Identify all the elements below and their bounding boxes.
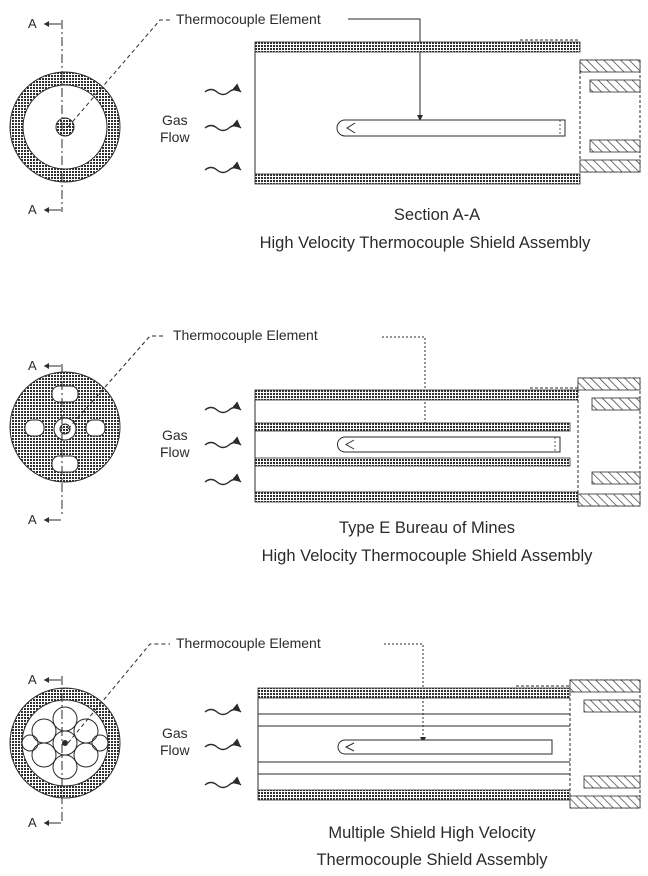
flow-label: Flow xyxy=(160,444,190,460)
section-marker-bottom: A xyxy=(28,202,37,217)
caption-line-2: High Velocity Thermocouple Shield Assemb… xyxy=(260,234,592,252)
shield-wall-bottom xyxy=(257,789,571,801)
caption-line-1: Section A-A xyxy=(394,206,480,224)
section-marker-top: A xyxy=(28,672,37,687)
element-label: Thermocouple Element xyxy=(176,635,321,651)
gas-channel-top xyxy=(51,385,79,403)
section-marker-bottom: A xyxy=(28,815,37,830)
gas-flow-arrows-2 xyxy=(204,401,242,486)
thermocouple-element-2 xyxy=(337,436,561,453)
thermocouple-element-3 xyxy=(337,739,553,755)
caption-line-1: Multiple Shield High Velocity xyxy=(328,824,536,842)
gas-channel-left xyxy=(24,419,45,437)
cross-section-2: A A xyxy=(9,358,121,527)
mounting-fitting xyxy=(569,679,641,809)
shield-tube-bundle xyxy=(21,706,109,780)
side-view-1: Gas Flow xyxy=(160,39,641,185)
gas-label: Gas xyxy=(162,725,188,741)
caption-line-2: High Velocity Thermocouple Shield Assemb… xyxy=(262,547,594,565)
element-leader xyxy=(67,643,170,744)
shield-wall-top xyxy=(254,389,581,401)
section-marker-top: A xyxy=(28,358,37,373)
shield-wall-top xyxy=(254,41,581,53)
element-pointer xyxy=(384,643,424,740)
panel-2: A A Thermocouple Element xyxy=(9,327,641,565)
inner-shield-bottom xyxy=(254,457,571,467)
panel-1: A A Thermocouple Element xyxy=(9,11,641,252)
side-view-2: Gas Flow xyxy=(160,377,641,507)
shield-wall-bottom xyxy=(254,173,581,185)
gas-flow-arrows-3 xyxy=(204,703,242,789)
gas-channel-bottom xyxy=(51,455,79,473)
thermocouple-core xyxy=(59,423,71,435)
flow-label: Flow xyxy=(160,129,190,145)
element-pointer xyxy=(382,336,426,428)
gas-channel-right xyxy=(85,419,106,437)
element-label: Thermocouple Element xyxy=(176,11,321,27)
section-marker-bottom: A xyxy=(28,512,37,527)
flow-label: Flow xyxy=(160,742,190,758)
element-leader xyxy=(67,19,173,128)
side-view-3: Gas Flow xyxy=(160,679,641,809)
element-pointer xyxy=(348,18,421,118)
shield-wall-top xyxy=(257,687,571,699)
caption-line-2: Thermocouple Shield Assembly xyxy=(316,851,548,869)
gas-label: Gas xyxy=(162,427,188,443)
gas-flow-arrows-1 xyxy=(204,83,242,174)
panel-3: A A Thermocouple Element xyxy=(9,635,641,869)
thermocouple-core xyxy=(55,117,75,137)
inner-shield-top xyxy=(254,422,571,432)
thermocouple-core xyxy=(62,740,68,746)
element-label: Thermocouple Element xyxy=(173,327,318,343)
gas-label: Gas xyxy=(162,112,188,128)
thermocouple-element-1 xyxy=(336,119,566,137)
mounting-fitting xyxy=(577,377,641,507)
cross-section-1: A A xyxy=(9,16,121,217)
shield-wall-bottom xyxy=(254,491,581,503)
section-marker-top: A xyxy=(28,16,37,31)
mounting-fitting xyxy=(579,59,641,173)
cross-section-3: A A xyxy=(9,672,121,830)
caption-line-1: Type E Bureau of Mines xyxy=(339,519,515,537)
